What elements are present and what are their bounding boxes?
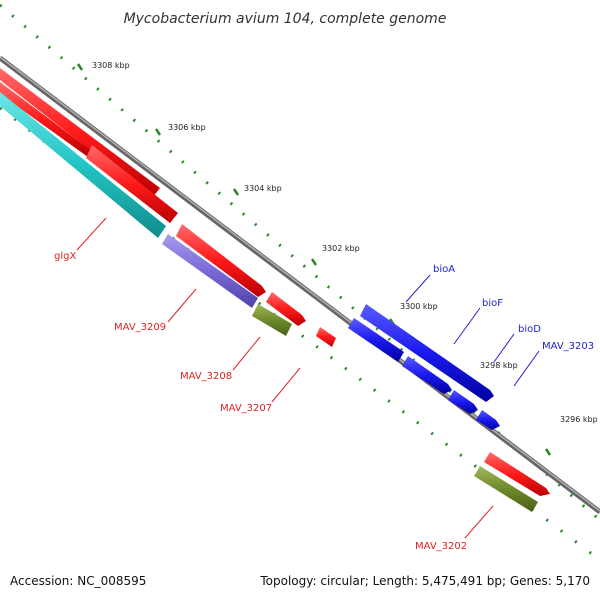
gene-label-bioD: bioD — [518, 324, 541, 335]
cds-feature-blue — [476, 410, 500, 430]
tick-label: 3298 kbp — [480, 361, 518, 370]
tick-label: 3296 kbp — [560, 415, 598, 424]
gene-label-MAV_3209: MAV_3209 — [114, 322, 166, 333]
cds-feature-red — [484, 452, 550, 496]
gene-label-glgX: glgX — [54, 251, 76, 262]
gene-label-bioA: bioA — [433, 264, 455, 275]
cds-feature-red — [0, 68, 160, 198]
gene-label-bioF: bioF — [482, 298, 503, 309]
cds-feature-red — [316, 327, 336, 347]
map-title: Mycobacterium avium 104, complete genome — [124, 11, 447, 27]
label-leader-lines-blue — [405, 274, 540, 387]
cds-feature-red — [176, 224, 266, 297]
genome-stats-text: Topology: circular; Length: 5,475,491 bp… — [259, 574, 590, 588]
cds-feature-blue — [448, 390, 478, 414]
cds-feature-olive — [474, 466, 538, 512]
cds-feature-olive — [252, 304, 292, 336]
tick-label: 3300 kbp — [400, 302, 438, 311]
cds-feature-blue — [348, 318, 404, 362]
gene-label-MAV_3208: MAV_3208 — [180, 371, 232, 382]
tick-label: 3302 kbp — [322, 244, 360, 253]
cds-feature-red — [86, 145, 178, 223]
tick-label: 3304 kbp — [244, 184, 282, 193]
cds-feature-blue — [402, 356, 452, 394]
accession-text: Accession: NC_008595 — [10, 574, 146, 588]
cds-feature-red — [0, 82, 95, 157]
gene-label-MAV_3203: MAV_3203 — [542, 341, 594, 352]
tick-label: 3308 kbp — [92, 61, 130, 70]
tick-label: 3306 kbp — [168, 123, 206, 132]
genome-backbone-highlight — [0, 56, 600, 512]
gene-label-MAV_3207: MAV_3207 — [220, 403, 272, 414]
label-leader-lines — [76, 217, 494, 539]
gene-label-MAV_3202: MAV_3202 — [415, 541, 467, 552]
cds-feature-purple — [162, 234, 258, 308]
cds-feature-cyan — [0, 92, 166, 238]
cds-feature-blue — [360, 304, 494, 402]
cds-feature-red — [266, 292, 306, 326]
genome-backbone — [0, 56, 600, 514]
